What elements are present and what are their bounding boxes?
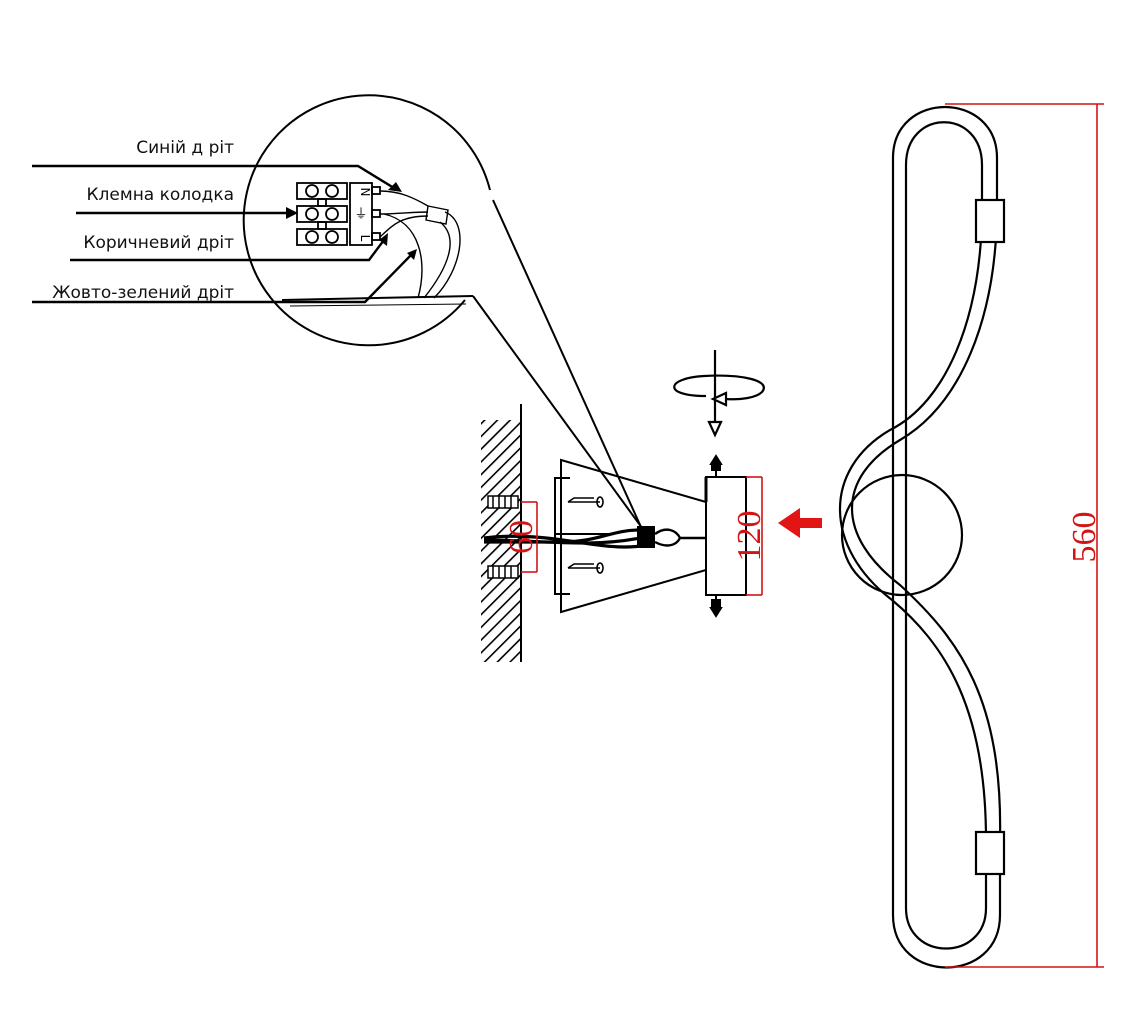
rotate-icon [673,350,765,438]
label-terminal-block: Клемна колодка [86,185,234,205]
label-brown-wire: Коричневий дріт [83,233,234,253]
detail-circle [242,94,491,347]
canopy-screws [567,496,604,574]
leader-earth-wire [32,253,413,304]
plate-screws [709,454,723,618]
magnify-line-upper [492,199,642,528]
wall-dowels [487,495,519,579]
terminal-mark-n: N [358,188,372,197]
lamp-outer-contour [851,105,1002,969]
detail-callout [242,94,646,533]
lamp-height-dimension [945,103,1104,968]
lamp-inner-contour [838,121,988,950]
lamp-canopy [840,473,964,597]
terminal-markings: N ⏚ L [354,188,372,242]
connector [637,526,706,548]
leader-arrowheads [286,182,417,260]
lamp [838,105,1006,969]
bracket-dimensions [521,476,763,596]
dimension-560: 560 [1066,512,1103,563]
canopy-outline [560,458,707,614]
dimension-120: 120 [731,511,768,562]
terminal-mark-l: L [358,235,372,242]
dimension-60: 60 [503,520,540,554]
mount-bracket [554,458,747,614]
lamp-joint-bottom [974,830,1006,876]
leader-brown-wire [70,239,385,262]
leader-blue-wire [32,164,395,190]
leader-lines [32,164,413,304]
detail-ceiling-line [281,295,474,301]
lamp-joint-top [974,198,1006,244]
label-blue-wire: Синій д ріт [136,138,234,158]
callout-labels: Синій д ріт Клемна колодка Коричневий др… [52,138,234,303]
label-earth-wire: Жовто-зелений дріт [52,283,234,303]
detail-wires [379,190,461,299]
terminal-mark-earth: ⏚ [354,207,367,222]
magnify-line-lower [472,295,646,533]
canopy-plate [705,476,747,596]
connector-block [637,526,655,548]
supply-wires [483,528,641,549]
direction-arrow-icon [778,508,822,538]
